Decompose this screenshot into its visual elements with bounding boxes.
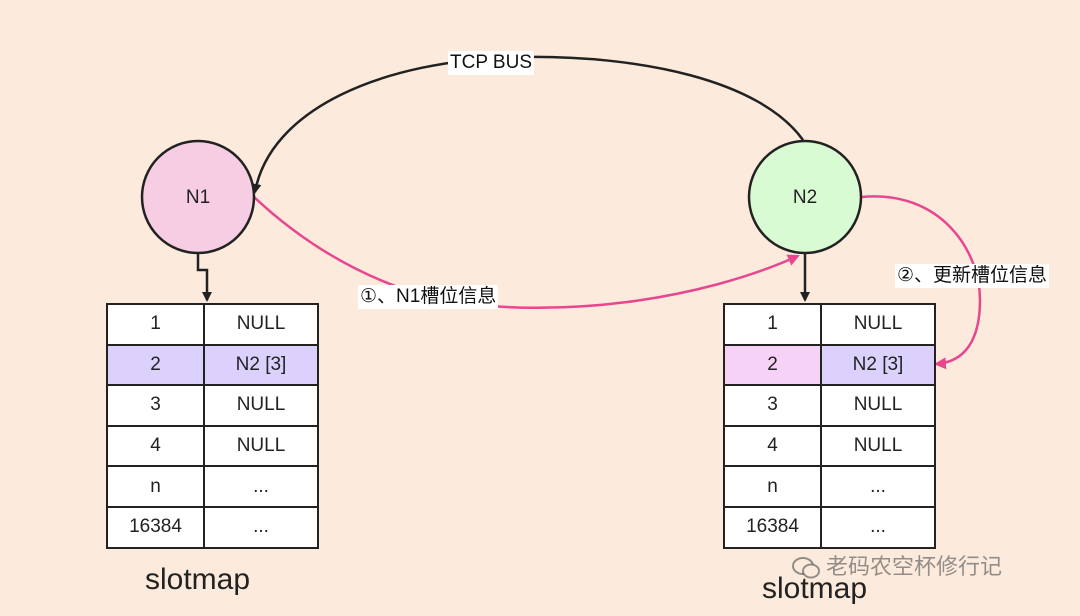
n1-table-connector <box>196 253 212 302</box>
slot-node-cell: ... <box>203 465 319 508</box>
table-row: 16384... <box>723 505 936 549</box>
slot-number-cell: 16384 <box>723 505 822 549</box>
step2-label: ②、更新槽位信息 <box>895 264 1050 288</box>
step1-label: ①、N1槽位信息 <box>358 285 499 309</box>
slot-number-cell: 1 <box>106 303 205 346</box>
slot-number-cell: 2 <box>106 343 205 387</box>
slot-number-cell: 4 <box>106 424 205 468</box>
slot-node-cell: NULL <box>820 424 936 468</box>
slot-number-cell: 16384 <box>106 505 205 549</box>
node-n2 <box>747 139 863 255</box>
slot-node-cell: ... <box>203 505 319 549</box>
slot-number-cell: 3 <box>106 384 205 427</box>
slot-node-cell: N2 [3] <box>203 343 319 387</box>
slot-number-cell: 4 <box>723 424 822 468</box>
node-n1 <box>140 139 256 255</box>
tcp-bus-edge <box>251 55 805 194</box>
slot-number-cell: 1 <box>723 303 822 346</box>
slot-number-cell: n <box>723 465 822 508</box>
watermark: 老码农空杯修行记 <box>792 555 1002 581</box>
node-n2-label: N2 <box>792 187 818 208</box>
table-row: 16384... <box>106 505 319 549</box>
slot-node-cell: N2 [3] <box>820 343 936 387</box>
slot-node-cell: NULL <box>203 424 319 468</box>
wechat-icon <box>792 557 820 579</box>
slotmap-caption-n1: slotmap <box>145 563 251 596</box>
slot-node-cell: ... <box>820 505 936 549</box>
slot-node-cell: NULL <box>820 384 936 427</box>
tcp-bus-label: TCP BUS <box>448 51 535 75</box>
table-row: n... <box>723 465 936 508</box>
step1-edge <box>253 196 800 309</box>
slot-node-cell: ... <box>820 465 936 508</box>
slot-node-cell: NULL <box>203 384 319 427</box>
watermark-text: 老码农空杯修行记 <box>826 555 1003 580</box>
slot-node-cell: NULL <box>203 303 319 346</box>
slot-number-cell: n <box>106 465 205 508</box>
slot-number-cell: 2 <box>723 343 822 387</box>
table-row: n... <box>106 465 319 508</box>
slot-number-cell: 3 <box>723 384 822 427</box>
slot-node-cell: NULL <box>820 303 936 346</box>
node-n1-label: N1 <box>185 187 211 208</box>
